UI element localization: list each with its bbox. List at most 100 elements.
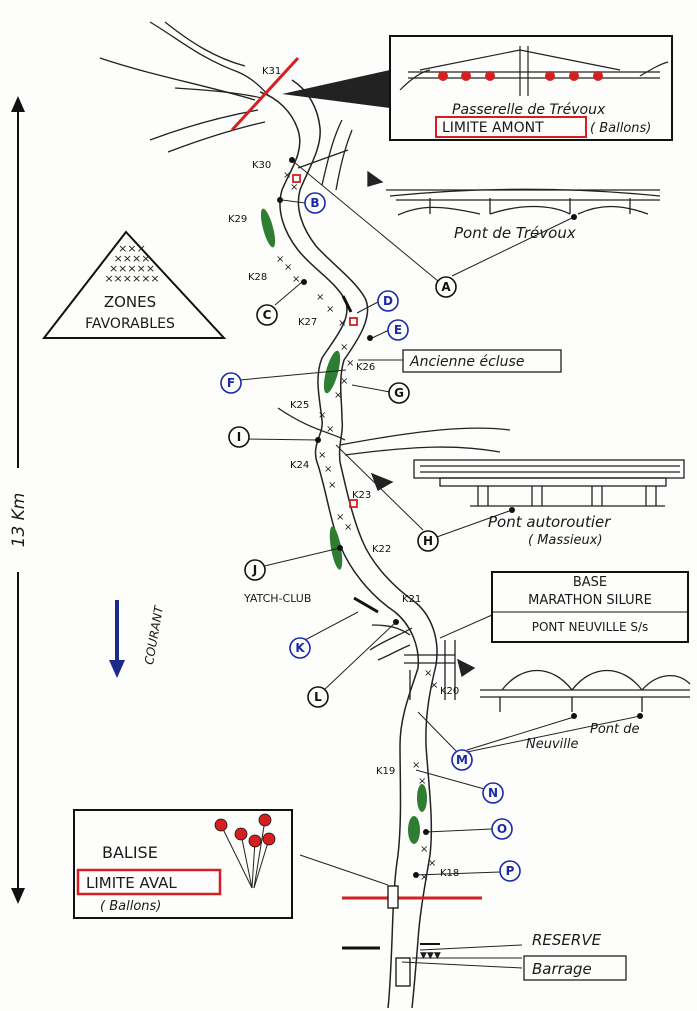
svg-text:×: × [344,522,352,533]
km-k20: K20 [440,686,459,697]
pont-de-label: Pont de [590,722,640,737]
point-f[interactable]: F [220,372,242,394]
km-k19: K19 [376,766,395,777]
balise-box: BALISE LIMITE AVAL ( Ballons) [73,809,293,919]
svg-text:F: F [227,376,235,390]
passerelle-title: Passerelle de Trévoux [452,102,606,118]
svg-text:××××××: ×××××× [104,272,159,285]
spot-dots [277,157,643,878]
legend-zones: ××× ×××× ××××× ×××××× ZONES FAVORABLES [41,230,227,339]
point-i[interactable]: I [228,426,250,448]
svg-text:×: × [318,450,326,461]
svg-text:×: × [318,410,326,421]
svg-text:×: × [336,512,344,523]
svg-text:×: × [316,292,324,303]
svg-text:××××: ×××× [114,252,151,265]
svg-text:O: O [497,822,507,836]
svg-text:×: × [430,680,438,691]
ancienne-ecluse-box: Ancienne écluse [402,349,562,373]
svg-text:×××: ××× [118,242,146,255]
svg-text:N: N [488,786,498,800]
svg-text:D: D [383,294,393,308]
river-saone [259,79,438,1009]
passerelle-drawing [399,46,669,96]
km-k28: K28 [248,272,267,283]
km-k29: K29 [228,214,247,225]
svg-text:B: B [310,196,319,210]
passerelle-note: ( Ballons) [590,121,651,136]
lower-tributaries [277,407,511,700]
svg-text:×: × [428,858,436,869]
svg-text:×: × [418,776,426,787]
point-d[interactable]: D [377,290,399,312]
svg-text:×: × [324,464,332,475]
svg-text:H: H [423,534,433,548]
svg-text:×: × [290,182,298,193]
point-n[interactable]: N [482,782,504,804]
svg-text:×: × [338,318,346,329]
balise-limit: LIMITE AVAL [86,874,177,892]
point-m[interactable]: M [451,749,473,771]
svg-text:P: P [506,864,515,878]
svg-text:×: × [292,274,300,285]
point-b[interactable]: B [304,192,326,214]
point-h[interactable]: H [417,530,439,552]
svg-text:×: × [276,254,284,265]
balise-buoy [387,885,399,909]
svg-text:C: C [263,308,272,322]
scale-label: 13 Km [9,493,29,548]
km-k25: K25 [290,400,309,411]
pont-autoroutier-drawing [370,459,685,507]
pont-neuville-drawing [457,658,691,712]
point-e[interactable]: E [387,319,409,341]
km-k23: K23 [352,490,371,501]
point-g[interactable]: G [388,382,410,404]
lettered-points: A B C D E F G H I J K L M N O P [220,192,521,882]
scale-bar: 13 Km [8,96,29,904]
point-k[interactable]: K [289,637,311,659]
svg-text:×: × [340,342,348,353]
balloon-icons [214,813,276,889]
pontoons [341,295,380,950]
svg-text:A: A [441,280,451,294]
passerelle-limit: LIMITE AMONT [442,120,544,136]
pont-autoroutier-label: Pont autoroutier [488,513,611,531]
svg-text:×: × [412,760,420,771]
red-markers [292,174,358,508]
svg-text:×: × [424,668,432,679]
upper-tributaries [99,21,353,191]
pont-trevoux-drawing [367,170,661,216]
svg-text:×: × [283,170,291,181]
svg-text:×: × [420,872,428,883]
svg-text:×××××: ××××× [109,262,155,275]
point-c[interactable]: C [256,304,278,326]
limit-lines [230,56,482,900]
massieux-label: ( Massieux) [528,533,603,548]
km-k22: K22 [372,544,391,555]
svg-text:×: × [340,376,348,387]
balloon-icons-top [438,71,603,81]
reserve-area: RESERVE ▼▼▼ Barrage [395,931,627,987]
svg-text:I: I [237,430,241,444]
point-j[interactable]: J [244,559,266,581]
cross-marks: ×× ××× ××× ×××× ×× ××× ×× ×× ×× ××× [276,170,438,883]
reserve-label: RESERVE [532,931,602,949]
ancienne-ecluse-label: Ancienne écluse [409,354,524,370]
svg-text:×: × [346,358,354,369]
point-p[interactable]: P [499,860,521,882]
svg-text:E: E [394,323,402,337]
point-a[interactable]: A [435,276,457,298]
base-line2: MARATHON SILURE [528,593,652,608]
legend-line1: ZONES [104,293,156,311]
base-line3: PONT NEUVILLE S/s [532,620,649,634]
svg-text:×: × [284,262,292,273]
current-indicator: COURANT [109,600,166,678]
point-l[interactable]: L [307,686,329,708]
barrage-label: Barrage [532,960,592,978]
passerelle-box: Passerelle de Trévoux LIMITE AMONT ( Bal… [282,35,673,141]
svg-text:×: × [420,844,428,855]
svg-text:×: × [326,424,334,435]
current-label: COURANT [142,603,166,666]
point-o[interactable]: O [491,818,513,840]
